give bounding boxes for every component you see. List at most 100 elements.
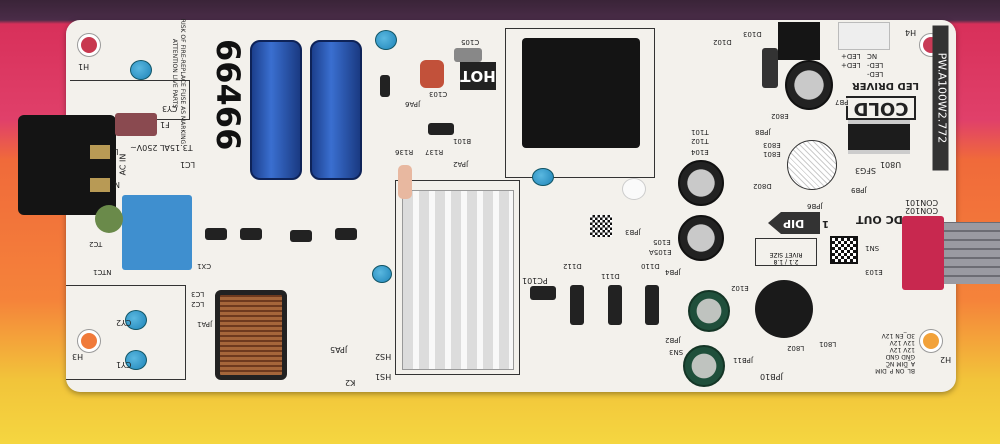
ac-input-connector[interactable] xyxy=(18,115,116,215)
pinout-row: 3D_EN 12V xyxy=(881,332,915,339)
ref-t102: T102 xyxy=(690,137,710,145)
ref-cy1: CY1 xyxy=(116,360,132,369)
ref-ntc1: NTC1 xyxy=(92,268,113,276)
ref-lc3: LC3 xyxy=(190,290,206,298)
ref-cx1: CX1 xyxy=(196,262,213,270)
diode-b101 xyxy=(428,123,454,135)
fuse-f1 xyxy=(115,113,157,136)
capacitor-c103 xyxy=(420,60,444,88)
led-driver-label: LED DRIVER xyxy=(852,80,919,91)
capacitor-c105 xyxy=(454,48,482,62)
silkscreen-heatsink xyxy=(395,180,520,375)
hot-label: HOT xyxy=(460,62,496,90)
y-capacitor-cy2 xyxy=(125,310,147,330)
pinout-row: BL_ON P_DIM xyxy=(875,367,915,374)
ref-d103: D103 xyxy=(742,30,763,38)
dip-arrow: DIP xyxy=(768,212,820,234)
ref-e104: E104 xyxy=(690,148,710,156)
ref-l801: L801 xyxy=(818,340,838,348)
ac-terminal-l xyxy=(90,145,110,159)
mounting-hole-h1 xyxy=(78,34,100,56)
ref-cy3: CY3 xyxy=(162,104,178,113)
model-number: PW.A100W2.772 xyxy=(932,25,949,171)
cold-label: COLD xyxy=(846,96,916,120)
ref-c105: C105 xyxy=(460,38,481,46)
resistor-r136 xyxy=(398,165,412,199)
ref-jpb6: JPB6 xyxy=(806,202,824,210)
ref-l802: L802 xyxy=(786,344,806,352)
diode-d7 xyxy=(335,228,357,240)
ref-sn1: SN1 xyxy=(864,244,881,252)
ref-jpb2: JPB2 xyxy=(664,336,682,344)
ref-jpa5: JPA5 xyxy=(330,345,348,354)
rivet-a: 2.1 xyxy=(788,258,799,265)
attention-text: ATTENTION LIVE PARTS xyxy=(171,38,179,109)
pinout-table: BL_ON P_DIM A_DIM NC GND GND 12V 12V 12V… xyxy=(845,332,915,374)
ref-lc2: LC2 xyxy=(190,300,206,308)
ref-r136: R136 xyxy=(394,148,415,156)
capacitor-e802 xyxy=(785,60,833,110)
risk-text: RISK OF FIRE-REPLACE FUSE AS MARKING xyxy=(179,18,187,145)
ref-jpb3: JPB3 xyxy=(624,228,642,236)
pinout-row: GND GND xyxy=(885,353,915,360)
ref-jpa1: JPA1 xyxy=(196,320,214,328)
ref-con102: CON102 xyxy=(905,206,939,215)
common-mode-choke-lc2 xyxy=(215,290,287,380)
diode-d112 xyxy=(570,285,584,325)
silkscreen-filter-zone xyxy=(66,285,186,380)
ref-e802: E802 xyxy=(770,112,790,120)
inductor-l801 xyxy=(755,280,813,338)
ref-f1: F1 xyxy=(160,120,170,129)
dc-out-connector[interactable] xyxy=(902,216,944,290)
ref-e803: E803 xyxy=(762,141,782,149)
capacitor-e105 xyxy=(678,215,724,261)
diode-d110 xyxy=(645,285,659,325)
diode-d4 xyxy=(205,228,227,240)
pinout-row: 12V 12V xyxy=(889,339,915,346)
diode-d111 xyxy=(608,285,622,325)
ref-e801: E801 xyxy=(762,150,782,158)
diode-pc101 xyxy=(530,286,556,300)
led-indicator-white xyxy=(622,178,646,200)
diode-d103 xyxy=(762,48,778,88)
connector-pin-label: LED- xyxy=(866,61,885,69)
ref-sn3: SN3 xyxy=(668,348,685,356)
handwritten-marking: 66466 xyxy=(209,39,247,151)
bulk-capacitor-e2 xyxy=(250,40,302,180)
dc-out-label: DC OUT xyxy=(856,213,903,226)
ref-jpa6: JPA6 xyxy=(404,100,422,108)
silkscreen-transformer xyxy=(505,28,655,178)
ref-h4: H4 xyxy=(905,28,917,37)
ref-r137: R137 xyxy=(424,148,445,156)
ref-t101: T101 xyxy=(690,128,710,136)
ref-c103: C103 xyxy=(428,90,449,98)
y-capacitor-top xyxy=(375,30,397,50)
capacitor-e104 xyxy=(678,160,724,206)
y-capacitor-left xyxy=(372,265,392,283)
ac-l-label: L xyxy=(114,147,119,156)
ref-u801: U801 xyxy=(880,160,902,169)
ref-tc2: TC2 xyxy=(88,240,104,248)
ref-h3: H3 xyxy=(72,352,84,361)
connector-led-output[interactable] xyxy=(838,22,890,50)
rivet-size-box: 2.1 / 1.8 RIVET SIZE xyxy=(755,238,817,266)
ac-n-label: N xyxy=(114,180,120,189)
connector-pin-label: LED+ xyxy=(840,52,862,60)
heatsink xyxy=(402,190,514,370)
ref-pb7: PB7 xyxy=(834,98,850,106)
diode-d114 xyxy=(380,75,390,97)
ref-d802: D802 xyxy=(752,182,773,190)
connector-pin-label: LED- xyxy=(866,70,885,78)
bulk-capacitor-e1 xyxy=(310,40,362,180)
ref-jpb4: JPB4 xyxy=(664,268,682,276)
ref-h2: H2 xyxy=(940,355,952,364)
y-capacitor-cy1 xyxy=(125,350,147,370)
ref-b101: B101 xyxy=(452,137,473,145)
ref-sfg3: SFG3 xyxy=(855,166,876,175)
ref-d111: D111 xyxy=(600,272,621,280)
dc-out-wires xyxy=(935,222,1000,284)
mounting-hole-h2 xyxy=(920,330,942,352)
rivet-b: 1.8 xyxy=(773,258,784,265)
y-capacitor-mid xyxy=(532,168,554,186)
qr-code xyxy=(830,236,858,264)
